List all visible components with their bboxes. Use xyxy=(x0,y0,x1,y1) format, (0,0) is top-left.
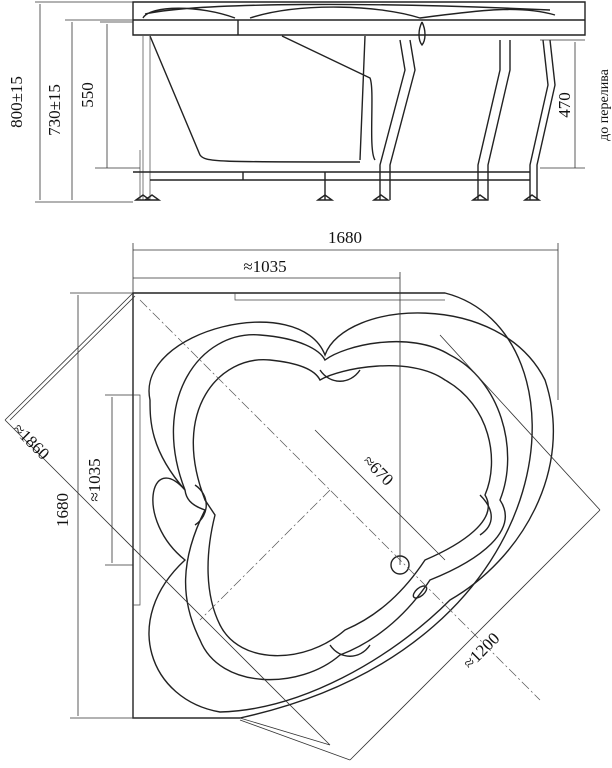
feet xyxy=(133,194,542,201)
plan-view: 1680 ≈1035 1680 ≈1035 ≈1860 ≈670 ≈1200 xyxy=(4,228,601,761)
dim-depth: 550 xyxy=(78,82,97,108)
dim-inner-diagonal: ≈670 xyxy=(359,451,397,489)
outer-outline xyxy=(132,292,533,719)
basin xyxy=(172,334,509,681)
dim-diagonal: ≈1860 xyxy=(9,419,53,463)
dim-front-width: ≈1200 xyxy=(459,629,503,673)
top-deck xyxy=(132,1,586,36)
dim-width: 1680 xyxy=(328,228,362,247)
side-view: 800±15 730±15 550 470 до перелива xyxy=(7,1,612,203)
dim-rim-height: 730±15 xyxy=(45,84,64,136)
dim-width-partial: ≈1035 xyxy=(243,257,286,276)
dim-overflow-depth: 470 xyxy=(555,92,574,118)
dim-total-height: 800±15 xyxy=(7,76,26,128)
dim-height-partial: ≈1035 xyxy=(85,458,104,501)
dim-height: 1680 xyxy=(53,493,72,527)
rim-outline xyxy=(148,312,555,713)
overflow xyxy=(412,585,428,599)
overflow-note: до перелива xyxy=(597,68,612,140)
